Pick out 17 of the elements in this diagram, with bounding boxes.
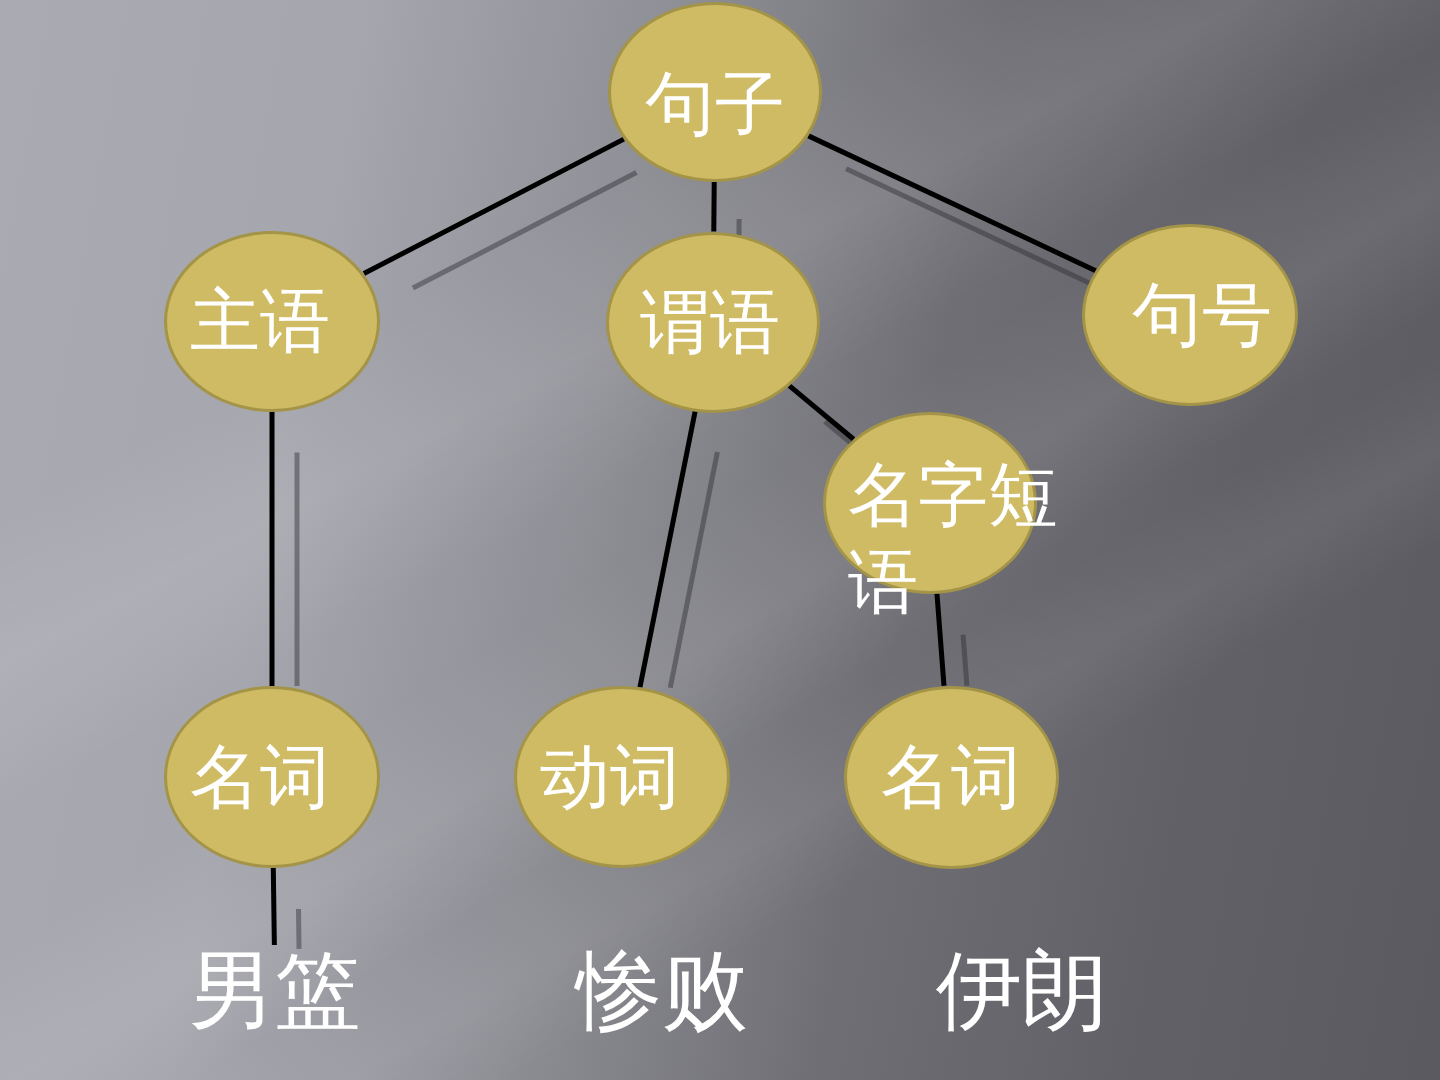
connector-line xyxy=(270,867,277,946)
node-label: 名词 xyxy=(190,736,330,818)
node-label: 名词 xyxy=(881,736,1021,818)
node-label: 动词 xyxy=(540,736,680,818)
connector-line xyxy=(711,181,717,232)
connector-line xyxy=(807,133,1097,273)
word-text: 男篮 xyxy=(189,944,361,1036)
node-label: 句号 xyxy=(1132,274,1272,356)
connector-line xyxy=(934,593,947,686)
node-label: 句子 xyxy=(645,63,785,145)
connector-line xyxy=(787,383,856,442)
node-label: 主语 xyxy=(190,280,330,362)
word-text: 伊朗 xyxy=(936,944,1108,1036)
connector-line xyxy=(269,411,275,686)
connector-line xyxy=(637,410,698,688)
word-text: 惨败 xyxy=(576,944,748,1036)
node-label: 谓语 xyxy=(640,281,780,363)
